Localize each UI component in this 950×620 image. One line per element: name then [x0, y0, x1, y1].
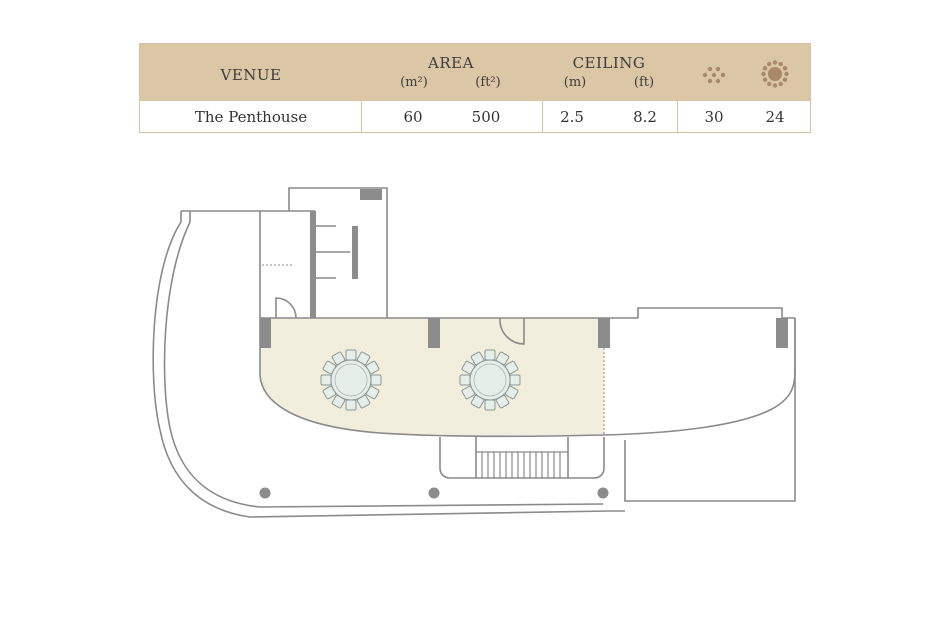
column	[598, 318, 610, 348]
table-row: The Penthouse 60 500 2.5 8.2 30 24	[140, 101, 810, 132]
column	[360, 189, 382, 200]
cocktail-dots-icon	[702, 66, 726, 84]
chair-dot	[772, 83, 778, 88]
chair-dot	[767, 81, 772, 87]
ceiling-m-value: 2.5	[560, 108, 584, 126]
chair-dot	[782, 66, 788, 71]
area-unit-m2: (m²)	[400, 75, 428, 90]
column-divider	[361, 101, 362, 132]
column	[259, 487, 271, 499]
area-m2-value: 60	[403, 108, 423, 126]
column	[310, 211, 316, 318]
building-walls	[152, 187, 796, 518]
table-top	[469, 359, 511, 401]
chair-dot	[778, 61, 783, 67]
chair	[370, 374, 382, 386]
capacity-cocktail-value: 30	[704, 108, 724, 126]
venue-name: The Penthouse	[194, 108, 308, 126]
round-table	[459, 349, 521, 411]
structural-columns	[259, 189, 788, 499]
chair-dot	[772, 60, 778, 65]
chair	[484, 399, 496, 411]
area-ft2-value: 500	[471, 108, 501, 126]
column	[597, 487, 609, 499]
capacity-banquet-value: 24	[765, 108, 785, 126]
table-header: VENUE AREA (m²) (ft²) CEILING (m) (ft)	[140, 44, 810, 101]
chair	[459, 374, 471, 386]
area-unit-ft2: (ft²)	[475, 75, 501, 90]
column	[352, 226, 358, 279]
column-divider	[542, 101, 543, 132]
chair	[345, 349, 357, 361]
table-rim	[334, 363, 368, 397]
column	[428, 487, 440, 499]
venue-header: VENUE	[220, 66, 282, 84]
column	[776, 318, 788, 348]
ceiling-ft-value: 8.2	[633, 108, 657, 126]
chair-dot	[762, 66, 768, 71]
chair-dot	[784, 71, 789, 77]
area-header: AREA	[428, 54, 474, 72]
table-rim	[473, 363, 507, 397]
chair-dot	[767, 61, 772, 67]
column	[260, 318, 271, 348]
round-table	[320, 349, 382, 411]
stair-treads	[476, 451, 568, 478]
chair	[484, 349, 496, 361]
chair-dot	[778, 81, 783, 87]
table-top	[330, 359, 372, 401]
chair-dot	[762, 77, 768, 82]
chair	[320, 374, 332, 386]
banquet-round-table-icon	[761, 60, 789, 88]
chair-dot	[782, 77, 788, 82]
column	[428, 318, 440, 348]
chair	[345, 399, 357, 411]
chair	[509, 374, 521, 386]
column-divider	[677, 101, 678, 132]
ceiling-header: CEILING	[572, 54, 646, 72]
ceiling-unit-m: (m)	[563, 75, 587, 90]
venue-spec-table: VENUE AREA (m²) (ft²) CEILING (m) (ft) T…	[139, 43, 811, 133]
chair-dot	[761, 71, 766, 77]
ceiling-unit-ft: (ft)	[633, 75, 655, 90]
